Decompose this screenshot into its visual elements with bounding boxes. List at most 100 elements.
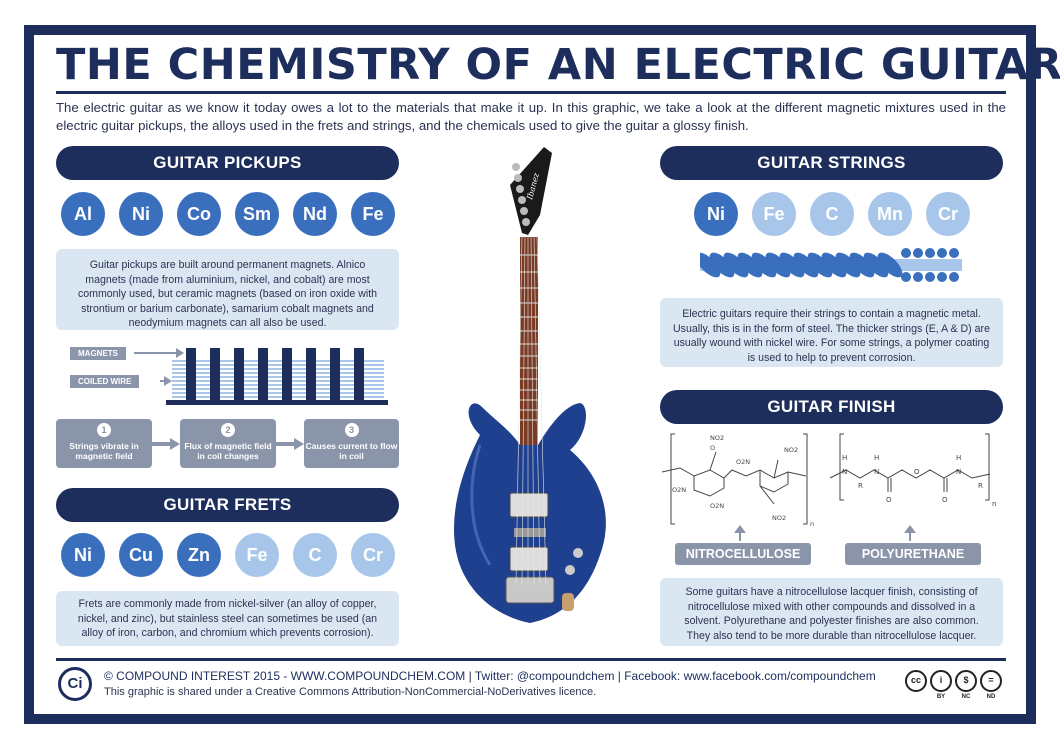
element-fe: Fe [752,192,796,236]
element-al: Al [61,192,105,236]
strings [515,234,547,586]
polymer-structures: NO2 O O2N NO2 O2N O2N NO2 n H N R H N O … [661,433,996,528]
element-sm: Sm [235,192,279,236]
headstock: Ibanez [510,147,552,235]
o-label-b: O [886,496,892,504]
magnets-label: MAGNETS [70,347,126,360]
step-3-number: 3 [344,423,359,437]
polyurethane-structure [829,433,991,501]
cc-icon: cc [905,670,927,692]
cc-nd-label: ND [986,694,996,700]
element-ni: Ni [694,192,738,236]
element-ni: Ni [61,533,105,577]
finish-description: Some guitars have a nitrocellulose lacqu… [660,578,1003,646]
no2-label-a: NO2 [710,434,724,442]
wire-ends [901,248,959,282]
n-subscript-a: n [810,520,814,528]
polyurethane-labels: H N R H N O O O H N R n [842,454,996,508]
element-fe: Fe [351,192,395,236]
page-title: THE CHEMISTRY OF AN ELECTRIC GUITAR [56,40,1060,90]
volume-knob [573,548,583,558]
neck-pickup [509,492,549,518]
element-zn: Zn [177,533,221,577]
pickup-base [166,400,388,405]
element-ni: Ni [119,192,163,236]
r-label-b: R [978,482,983,490]
n-label-c: N [956,468,961,476]
element-nd: Nd [293,192,337,236]
step-2-number: 2 [221,423,235,437]
footer-licence: This graphic is shared under a Creative … [104,686,597,698]
compound-interest-logo: Ci [58,667,92,701]
cc-nc-label: NC [961,694,971,700]
h-label-b: H [874,454,879,462]
pickups-elements: Al Ni Co Sm Nd Fe [61,192,401,236]
r-label-a: R [858,482,863,490]
element-fe: Fe [235,533,279,577]
h-label-a: H [842,454,847,462]
h-label-c: H [956,454,961,462]
finish-heading: GUITAR FINISH [660,390,1003,424]
guitar-illustration: Ibanez [454,147,606,623]
element-c: C [810,192,854,236]
frets-description: Frets are commonly made from nickel-silv… [56,591,399,646]
frets [520,254,538,421]
strings-elements: Ni Fe C Mn Cr [694,192,984,236]
pickup-diagram [134,348,388,405]
middle-pickup [514,528,546,537]
wound-string-diagram [700,248,962,282]
no2-label-c: NO2 [772,514,786,522]
o2n-label-c: O2N [710,502,724,510]
cc-by-label: BY [936,694,946,700]
frets-elements: Ni Cu Zn Fe C Cr [61,533,401,577]
step-1-number: 1 [97,423,111,437]
nitrocellulose-structure [661,433,808,525]
nitrocellulose-labels: NO2 O O2N NO2 O2N O2N NO2 n [672,434,814,528]
polyurethane-tag: POLYURETHANE [845,543,981,565]
coil-pointer-head [164,376,172,386]
title-divider [56,91,1006,94]
coiled-wire-label: COILED WIRE [70,375,140,388]
step-2-text: Flux of magnetic field in coil changes [184,441,272,461]
step-arrow-line-2 [276,442,296,446]
pickups-description: Guitar pickups are built around permanen… [56,249,399,330]
magnet-poles [186,348,364,400]
o-label-c: O [914,468,920,476]
o2n-label-a: O2N [736,458,750,466]
step-arrow-2 [294,438,304,450]
footer-divider [56,658,1006,661]
o-label-a: O [710,444,715,452]
bridge [505,576,555,604]
element-mn: Mn [868,192,912,236]
n-label-b: N [874,468,879,476]
cc-nd-icon: = [980,670,1002,692]
nitro-arrow [734,525,746,541]
strings-description: Electric guitars require their strings t… [660,298,1003,367]
step-arrow-1 [170,438,180,450]
strings-heading: GUITAR STRINGS [660,146,1003,180]
n-label-a: N [842,468,847,476]
wire-winding [700,252,903,278]
pickups-heading: GUITAR PICKUPS [56,146,399,180]
element-cr: Cr [926,192,970,236]
coil-wire-lines [172,360,384,398]
element-c: C [293,533,337,577]
no2-label-b: NO2 [784,446,798,454]
poly-arrow [904,525,916,541]
output-jack [562,593,574,611]
footer-credits: © COMPOUND INTEREST 2015 - WWW.COMPOUNDC… [104,669,876,683]
frets-heading: GUITAR FRETS [56,488,399,522]
body-highlight [470,444,492,566]
element-cu: Cu [119,533,163,577]
step-arrow-line-1 [152,442,172,446]
element-cr: Cr [351,533,395,577]
step-1-text: Strings vibrate in magnetic field [69,441,139,461]
o2n-label-b: O2N [672,486,686,494]
intro-text: The electric guitar as we know it today … [56,100,1006,133]
cc-nc-icon: $ [955,670,977,692]
nitrocellulose-tag: NITROCELLULOSE [675,543,811,565]
tone-knob [565,565,575,575]
